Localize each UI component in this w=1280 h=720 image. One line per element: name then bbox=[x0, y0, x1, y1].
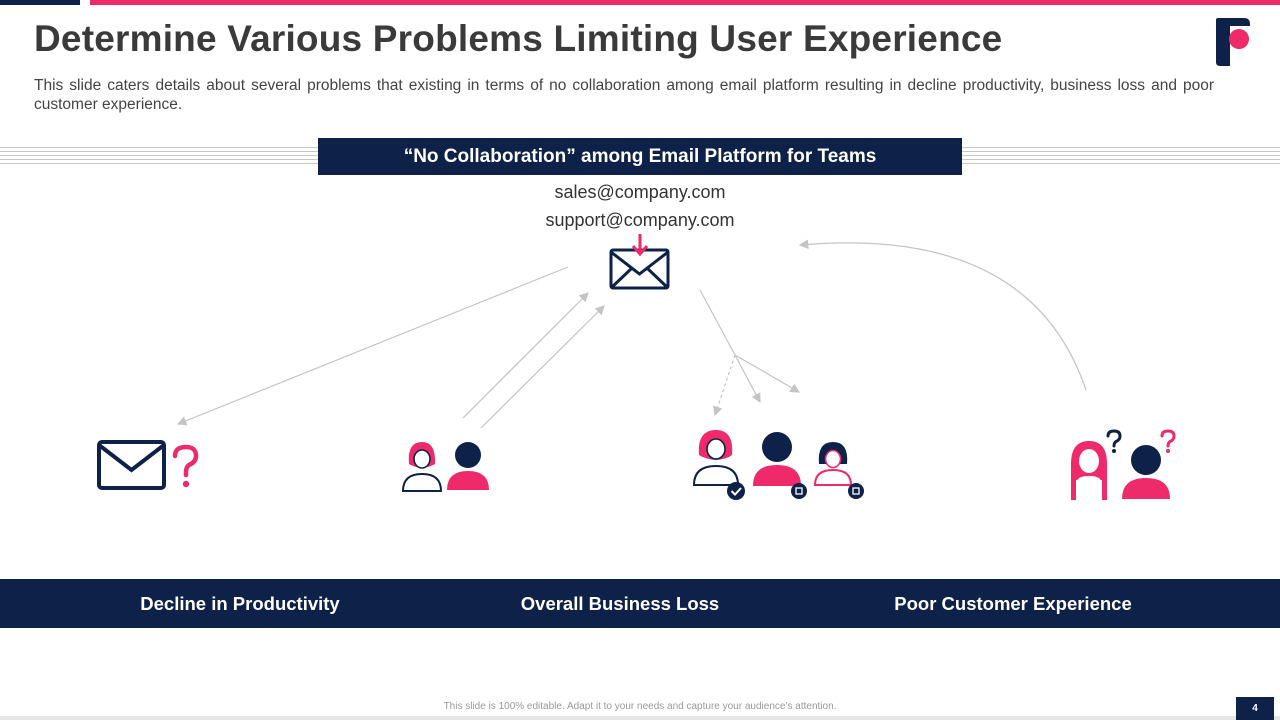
top-accent-pink bbox=[90, 0, 1280, 5]
arrow-people-up-2 bbox=[480, 305, 605, 429]
arrow-curve-back bbox=[798, 239, 1087, 391]
arrow-people-up-1 bbox=[462, 292, 589, 419]
collaboration-banner: “No Collaboration” among Email Platform … bbox=[318, 138, 962, 175]
support-email: support@company.com bbox=[545, 210, 735, 230]
page-number: 4 bbox=[1236, 697, 1274, 720]
arrow-branch-right bbox=[734, 354, 801, 393]
arrow-branch-dashed bbox=[713, 354, 736, 417]
envelope-question-icon bbox=[97, 440, 199, 490]
envelope-arrow-icon bbox=[609, 234, 670, 290]
bottom-strip bbox=[0, 716, 1280, 720]
arrow-branch-middle bbox=[734, 354, 761, 404]
outcome-decline-productivity: Decline in Productivity bbox=[140, 593, 340, 614]
footer-note: This slide is 100% editable. Adapt it to… bbox=[443, 701, 837, 712]
page-title: Determine Various Problems Limiting User… bbox=[34, 18, 1003, 59]
logo-icon bbox=[1216, 18, 1250, 66]
confused-people-icon bbox=[1071, 429, 1176, 500]
top-accent-navy bbox=[0, 0, 80, 5]
sales-email: sales@company.com bbox=[554, 182, 726, 202]
outcome-business-loss: Overall Business Loss bbox=[520, 593, 720, 614]
two-people-icon bbox=[401, 442, 489, 492]
team-group-icon bbox=[692, 430, 864, 500]
outcome-poor-customer-experience: Poor Customer Experience bbox=[894, 593, 1132, 614]
page-subtitle: This slide caters details about several … bbox=[34, 77, 1214, 113]
outcomes-band bbox=[0, 579, 1280, 628]
arrow-to-productivity bbox=[176, 266, 569, 426]
arrow-branch-trunk bbox=[699, 289, 736, 356]
